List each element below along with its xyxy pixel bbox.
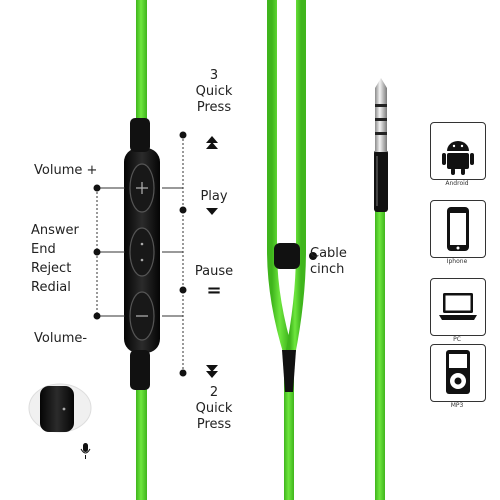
multifunction-button xyxy=(129,227,155,277)
cable-cinch-label: Cable cinch xyxy=(310,246,347,278)
mp3-player-icon xyxy=(446,350,470,394)
answer-text: Answer xyxy=(31,223,79,238)
press-text-bottom: Press xyxy=(196,417,232,432)
guide-dots-right xyxy=(179,131,187,377)
guide-dots-left xyxy=(93,184,101,320)
two-quick-press-label: 2 Quick Press xyxy=(192,385,236,433)
cable-cinch-slider xyxy=(274,243,300,269)
android-icon xyxy=(442,141,474,175)
answer-group-label: Answer End Reject Redial xyxy=(31,221,79,297)
pc-label: PC xyxy=(453,336,461,343)
quick-text-top: Quick xyxy=(195,84,233,99)
quick-text-bottom: Quick xyxy=(195,401,233,416)
mic-inset xyxy=(28,383,92,433)
mp3-label: MP3 xyxy=(450,402,464,409)
reject-text: Reject xyxy=(31,261,72,276)
android-device-box xyxy=(430,122,486,180)
end-text: End xyxy=(31,242,56,257)
cable-splitter xyxy=(282,350,296,392)
cinch-text: cinch xyxy=(310,262,345,277)
remote-bottom-neck xyxy=(130,350,150,390)
guide-lines-right xyxy=(162,135,184,373)
single-cable-bottom xyxy=(284,355,294,500)
twin-cable-right xyxy=(285,0,306,356)
volume-down-label: Volume- xyxy=(34,331,88,346)
press-count-2: 2 xyxy=(209,385,219,400)
pause-symbol: = xyxy=(206,280,222,301)
cinch-dot xyxy=(309,252,317,260)
redial-text: Redial xyxy=(31,280,71,295)
arrow-symbols xyxy=(206,136,218,378)
three-quick-press-label: 3 Quick Press xyxy=(192,68,236,116)
laptop-icon xyxy=(439,293,477,320)
iphone-label: Iphone xyxy=(446,258,468,265)
press-count-3: 3 xyxy=(209,68,219,83)
guide-lines-left xyxy=(96,187,125,317)
play-label: Play xyxy=(200,189,228,204)
jack-cable xyxy=(375,210,385,500)
phone-icon xyxy=(447,207,469,251)
pc-device-box xyxy=(430,278,486,336)
remote-top-neck xyxy=(130,118,150,152)
pause-label: Pause xyxy=(194,264,234,279)
microphone-icon xyxy=(80,443,91,459)
cable-text: Cable xyxy=(310,246,347,261)
iphone-device-box xyxy=(430,200,486,258)
twin-cable-left xyxy=(267,0,294,357)
android-label: Android xyxy=(445,180,469,187)
volume-up-label: Volume + xyxy=(34,163,98,178)
press-text-top: Press xyxy=(196,100,232,115)
mp3-device-box xyxy=(430,344,486,402)
